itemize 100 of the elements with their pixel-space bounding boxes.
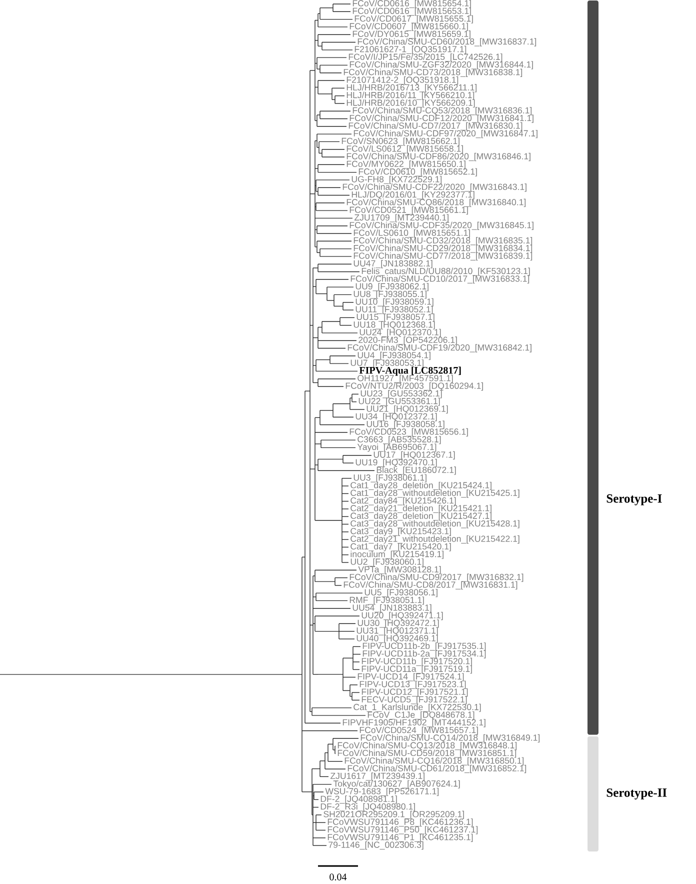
taxon-label: FCoV/China/SMU-CD29/2018_[MW316834.1] [354, 244, 532, 253]
taxon-label: FCoV/LS0610_[MW815651.1] [354, 229, 470, 238]
taxon-label: ZJU1617_[MT239439.1] [330, 772, 424, 781]
taxon-label: FCoV/China/SMU-CDF35/2020_[MW316845.1] [350, 222, 534, 230]
taxon-label: UU54_[JN183883.1] [352, 604, 432, 612]
taxon-label: FCoV/China/SMU-CD9/2017_[MW316832.1] [350, 574, 524, 582]
clade-label: Serotype-II [606, 788, 667, 800]
clade-label: Serotype-I [606, 494, 662, 506]
taxon-label: FIPV-UCD11a_[FJ917519.1] [362, 665, 472, 674]
taxon-label: inoculum_[KU215419.1] [350, 550, 444, 559]
taxon-label: Cat1_day7_[KU215420.1] [350, 543, 451, 552]
taxon-label: FCoV/China/SMU-CQ53/2018_[MW316836.1] [352, 107, 532, 116]
taxon-label: FCoV/NTU2/R/2003_[DQ160294.1] [346, 382, 483, 391]
taxon-label: Cat3_day9_[KU215423.1] [350, 528, 451, 536]
taxon-label: UU11_[FJ938052.1] [356, 306, 433, 314]
taxon-label: UU8_[FJ938055.1] [354, 290, 426, 299]
taxon-label: FCoV/China/SMU-CD8/2017_[MW316831.1] [344, 581, 518, 590]
taxon-label: UU34_[HQ012372.1] [356, 413, 437, 422]
taxon-label: FCoVWSU791146_P1_[KC461235.1] [328, 834, 473, 842]
taxon-label: UU3_[FJ938061.1] [354, 474, 426, 482]
taxon-label: FCoV/China/SMU-CD7/2017_[MW316830.1] [348, 122, 522, 130]
taxon-label: FCoV/MY0622_[MW815650.1] [346, 160, 466, 169]
taxon-label: FIPV-UCD11b-2a_[FJ917534.1] [362, 650, 486, 658]
taxon-label: UU4_[FJ938054.1] [358, 352, 430, 360]
taxon-label: FCoV/China/SMU-CD77/2018_[MW316839.1] [354, 252, 532, 261]
taxon-label: FECV-UCD5_[FJ917522.1] [362, 696, 467, 704]
taxon-label: FCoV/China/SMU-CDF12/2020_[MW316841.1] [350, 114, 534, 123]
taxon-label: HLJ/HRB/2016/11_[KY566210.1] [346, 92, 474, 100]
taxon-label: Black_[EU186072.1] [376, 466, 456, 475]
taxon-label: Cat3_day28_withoutdeletion_[KU215428.1] [350, 520, 520, 528]
taxon-label: UU19_[HQ392470.1] [356, 458, 437, 468]
taxon-label: UU2_[FJ938060.1] [350, 558, 424, 567]
taxon-label: FCoV/China/SMU-CQ16/2018_[MW316850.1] [344, 757, 524, 766]
taxon-label: FCoV/CD0610_[MW815652.1] [358, 168, 477, 176]
taxon-label: FCoV/CD0521_[MW815661.1] [350, 206, 468, 215]
taxon-label: 79-1146_[NC_002306.3] [328, 841, 424, 850]
taxon-label: FCoV_C1Je_[DQ848678.1] [368, 711, 474, 720]
taxon-label: FCoV/China/SMU-CQ14/2018_[MW316849.1] [360, 734, 540, 742]
taxon-label: UU9_[FJ938062.1] [356, 282, 428, 292]
taxon-label: FCoV/CD0524_[MW815657.1] [360, 726, 478, 735]
taxon-label: HLJ/HRB/2016/10_[KY566209.1] [346, 99, 475, 108]
taxon-label: F21061627-1_[OQ351917.1] [354, 46, 466, 54]
taxon-label: FIPV-UCD13_[FJ917523.1] [360, 680, 466, 689]
taxon-label: FCoV/I/JP15/Fe/35/2015_[LC742526.1] [348, 53, 502, 62]
taxon-label: UU24_[HQ012370.1] [360, 328, 441, 338]
taxon-label: UU20_[HQ392471.1] [362, 612, 443, 620]
taxon-label: UU40_[HQ392469.1] [356, 634, 438, 644]
taxon-label: Cat1_day28_withoutdeletion_[KU215425.1] [350, 490, 520, 498]
taxon-label: RMF_[FJ938051.1] [350, 596, 424, 605]
taxon-label: DF-2_[JQ408981.1] [320, 796, 397, 804]
taxon-label: UU15_[FJ938057.1] [356, 314, 434, 322]
taxon-label: FCoV/CD0616_[MW815654.1] [352, 0, 471, 8]
taxon-label: Cat2_day84_[KU215426.1] [350, 497, 456, 506]
taxon-label: UU17_[HQ012367.1] [374, 451, 455, 460]
taxon-label: FCoV/DY0615_[MW815659.1] [352, 30, 470, 39]
taxon-label: FCoVWSU791146_P8_[KC461236.1] [328, 818, 473, 827]
taxon-label: UU47_[JN183882.1] [354, 260, 432, 268]
taxon-label: UU5_[FJ938056.1] [364, 588, 438, 598]
taxon-label: UU21_[HQ012369.1] [366, 405, 448, 414]
taxon-label: UU30_[HQ392472.1] [358, 620, 439, 628]
taxon-label: UU31_[HQ012371.1] [356, 627, 438, 636]
taxon-label: FCoV/CD0523_[MW815656.1] [350, 428, 468, 436]
taxon-label: WSU-79-1683_[PP526171.1] [325, 788, 439, 796]
taxon-label: Cat1_day28_deletion_[KU215424.1] [350, 482, 492, 490]
taxon-label: FCoV/CD0616_[MW815653.1] [352, 8, 471, 16]
taxon-label: FCoV/CD0607_[MW815660.1] [350, 22, 468, 32]
taxon-label: FIPV-UCD14_[FJ917524.1] [358, 673, 464, 682]
taxon-label: FCoV/LS0612_[MW815658.1] [346, 145, 463, 154]
taxon-label: VPTa_[MW308128.1] [358, 566, 441, 574]
taxon-label: FCoV/China/SMU-CDF97/2020_[MW316847.1] [354, 130, 538, 138]
taxon-label: UU16_[FJ938058.1] [366, 420, 444, 429]
taxon-label: FCoV/China/SMU-CD60/2018_[MW316837.1] [358, 38, 536, 46]
taxon-label: OH11927_[MF457591.1] [358, 374, 453, 383]
taxon-label: FCoV/China/SMU-ZGF32/2020_[MW316844.1] [350, 61, 533, 70]
highlighted-taxon-label: FIPV-Aqua [LC852817] [359, 366, 461, 376]
taxon-label: FCoV/China/SMU-CQ86/2018_[MW316840.1] [346, 198, 526, 207]
taxon-label: 2020-FM3_[OP542206.1] [358, 336, 457, 345]
taxon-label: FCoV/China/SMU-CQ13/2018_[MW316848.1] [338, 742, 517, 750]
taxon-label: Cat2_day21_withoutdeletion_[KU215422.1] [350, 535, 520, 544]
taxon-label: Cat_1_Karlslunde_[KX722530.1] [354, 704, 481, 712]
taxon-label: FIPVHF1905/HF1902_[MT444152.1] [342, 719, 486, 728]
taxon-label: FCoV/SN0623_[MW815662.1] [342, 138, 460, 146]
taxon-label: DF-2_R3i_[JQ408980.1] [320, 803, 415, 812]
taxon-label: UU7_[FJ938053.1] [350, 359, 424, 368]
taxon-label: UG-FH8_[KX722529.1] [352, 176, 442, 184]
taxon-label: FCoVWSU791146_P50_[KC461237.1] [328, 826, 478, 834]
taxon-label: FCoV/China/SMU-CD32/2018_[MW316835.1] [354, 237, 532, 246]
taxon-label: FCoV/CD0617_[MW815655.1] [354, 15, 473, 24]
taxon-label: Cat2_day21_deletion_[KU215421.1] [350, 504, 492, 513]
taxon-label: FCoV/China/SMU-CDF22/2020_[MW316843.1] [342, 184, 526, 192]
taxon-label: Tokyo/cat/130627_[AB907624.1] [333, 780, 460, 788]
taxon-label: Cat3_day28_deletion_[KU215427.1] [350, 512, 492, 521]
taxon-label: ZJU1709_[MT239440.1] [354, 214, 448, 222]
taxon-label: FIPV-UCD11b-2b_[FJ917535.1] [362, 642, 486, 651]
scale-value: 0.04 [330, 874, 347, 880]
taxon-label: FCoV/China/SMU-CDF86/2020_[MW316846.1] [346, 152, 530, 162]
taxon-label: UU23_[GU553362.1] [360, 390, 442, 398]
taxon-label: FCoV/China/SMU-CD59/2018_[MW316851.1] [338, 750, 516, 758]
taxon-label: FIPV-UCD11b_[FJ917520.1] [362, 658, 472, 666]
taxon-label: HLJ/HRB/2016713_[KY566211.1] [346, 84, 476, 92]
